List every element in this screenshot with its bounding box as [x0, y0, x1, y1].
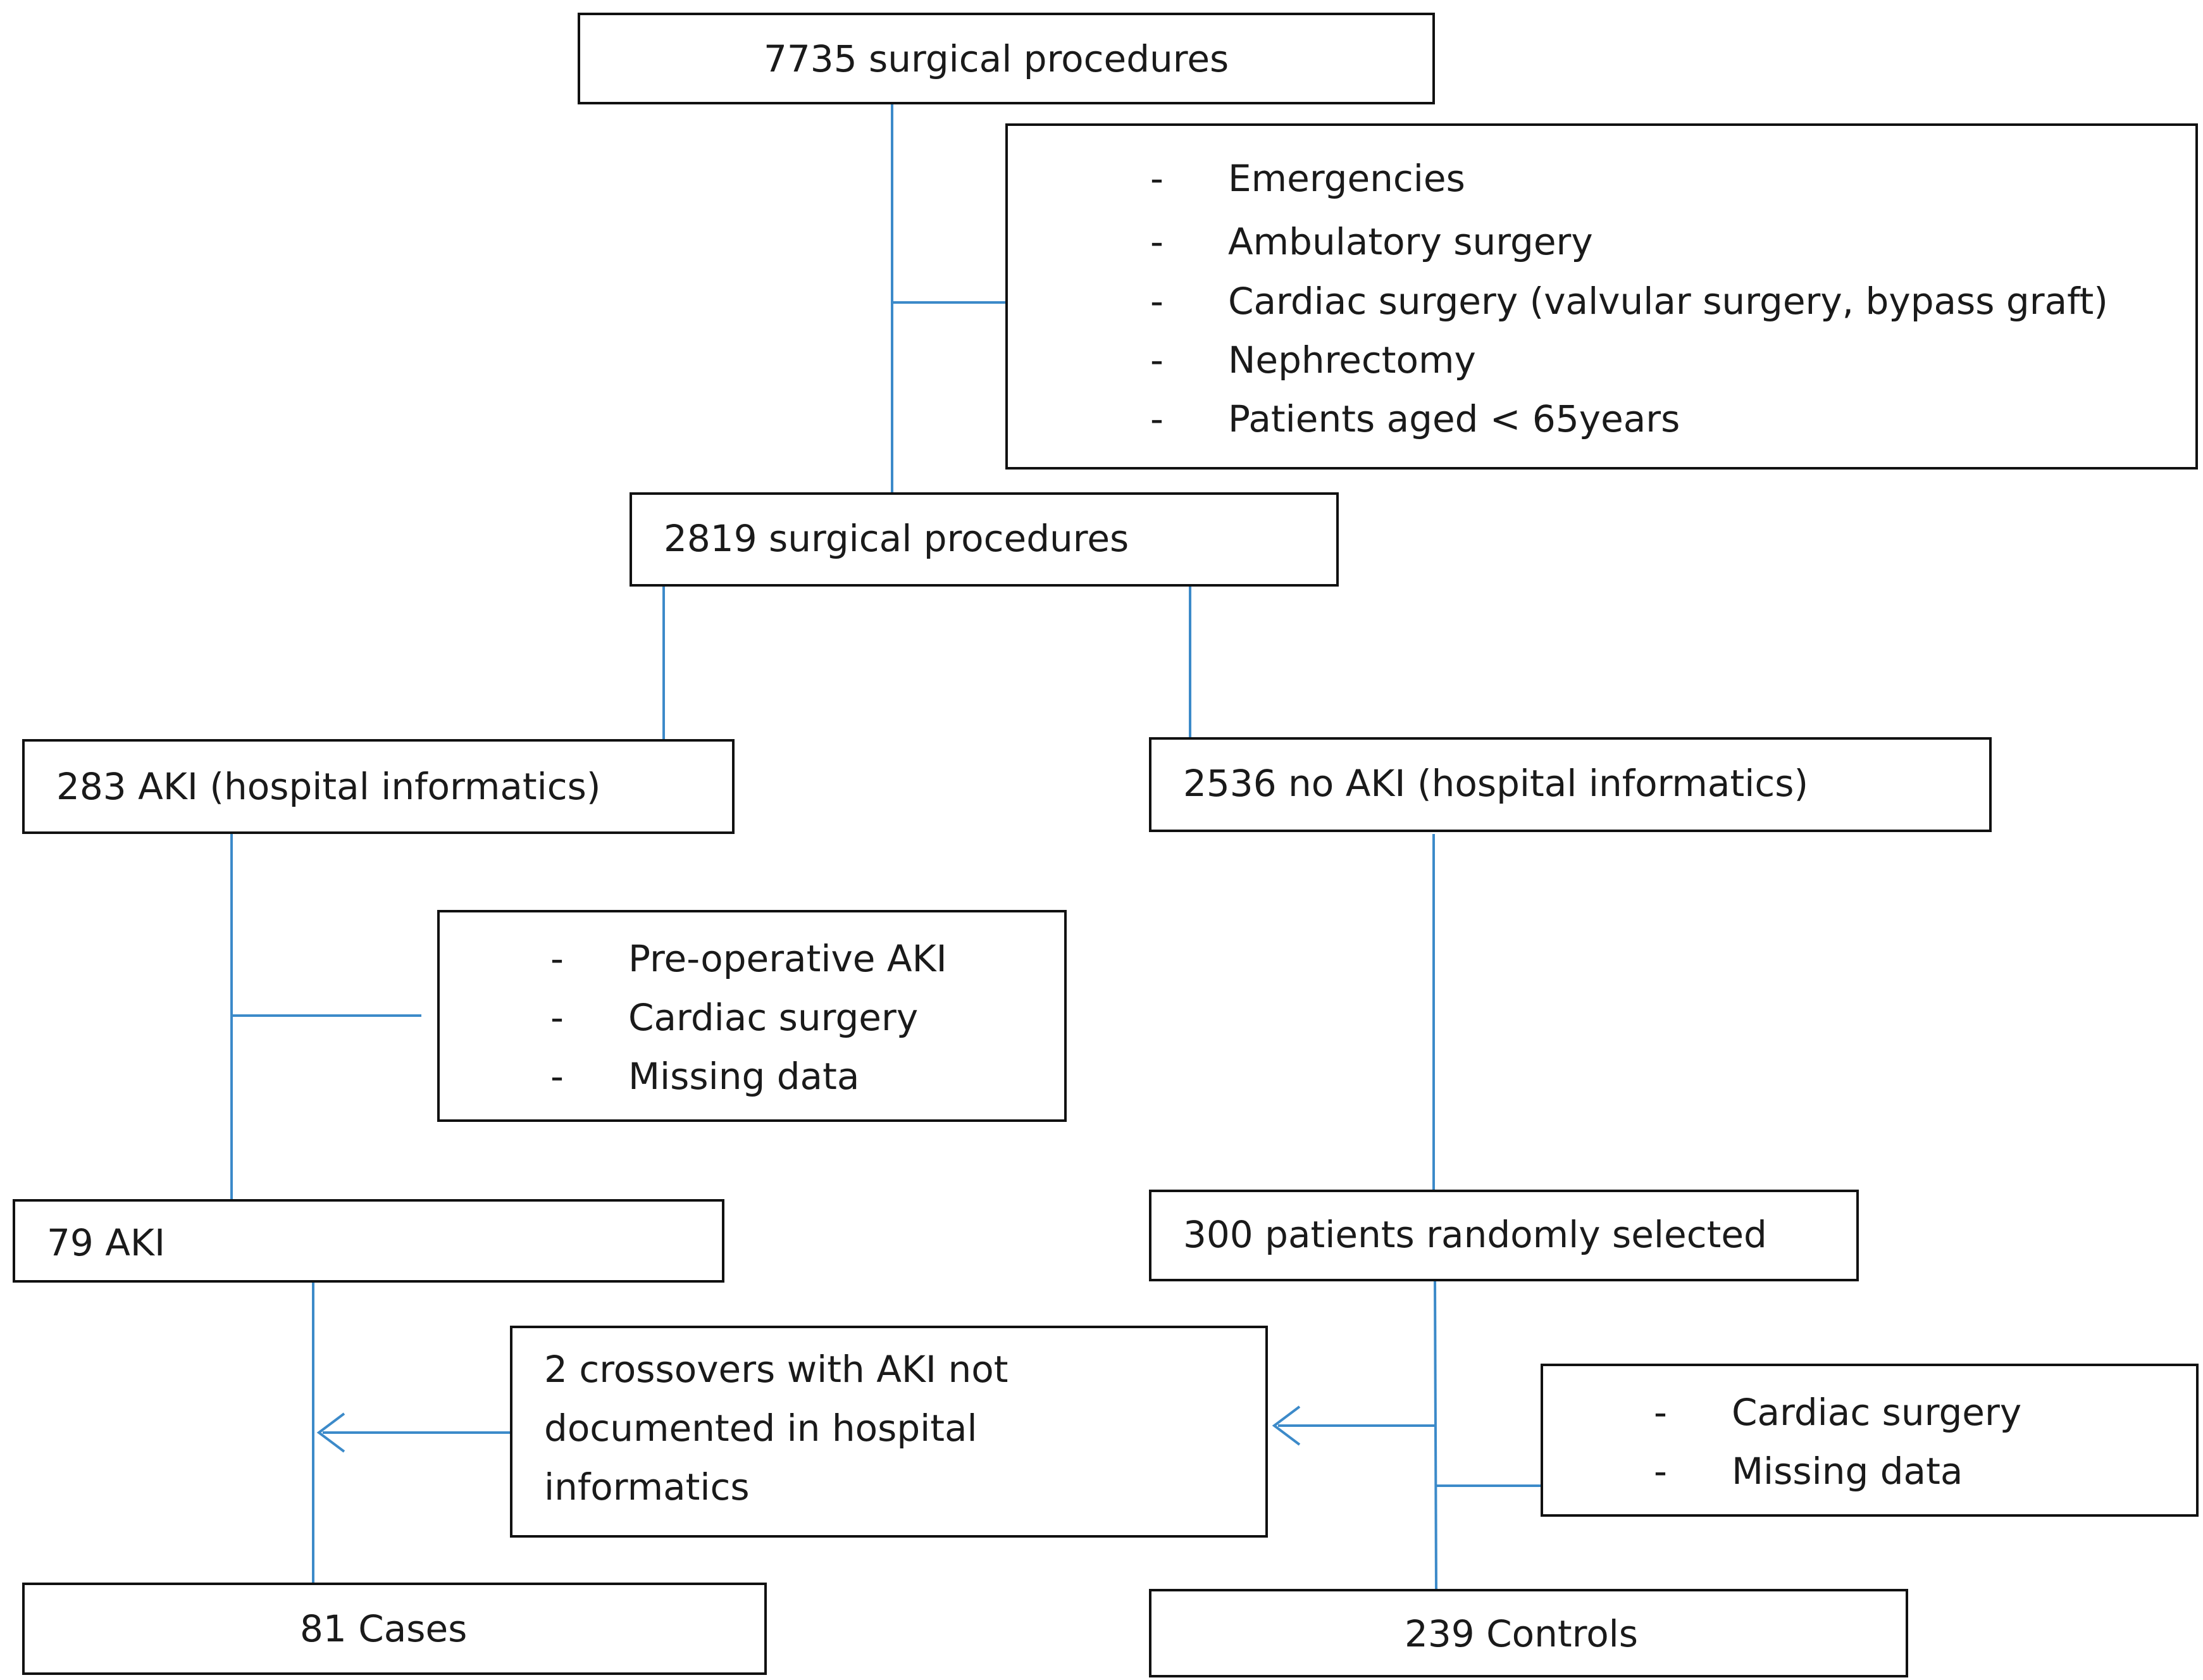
bullet-dash: -	[550, 937, 564, 980]
box-300-random: 300 patients randomly selected	[1149, 1190, 1859, 1281]
box-text: 7735 surgical procedures	[764, 37, 1229, 80]
exclusion-item: Missing data	[628, 1055, 860, 1098]
bullet-dash: -	[1654, 1391, 1667, 1434]
bullet-dash: -	[1150, 220, 1164, 263]
exclusion-item: Patients aged < 65years	[1228, 397, 1680, 440]
box-239-controls: 239 Controls	[1149, 1589, 1908, 1677]
box-283-aki: 283 AKI (hospital informatics)	[22, 739, 735, 834]
exclusion-box-1: - Emergencies - Ambulatory surgery - Car…	[1005, 123, 2198, 470]
box-7735-procedures: 7735 surgical procedures	[578, 13, 1435, 104]
exclusion-item: Cardiac surgery	[1732, 1391, 2022, 1434]
box-79-aki: 79 AKI	[13, 1199, 724, 1283]
bullet-dash: -	[1150, 157, 1164, 200]
exclusion-item: Cardiac surgery (valvular surgery, bypas…	[1228, 280, 2108, 323]
bullet-dash: -	[1150, 280, 1164, 323]
box-text: 81 Cases	[300, 1607, 468, 1650]
box-2536-no-aki: 2536 no AKI (hospital informatics)	[1149, 737, 1992, 832]
crossover-line: 2 crossovers with AKI not	[544, 1348, 1008, 1391]
crossover-line: informatics	[544, 1465, 750, 1509]
arrowhead-left	[316, 1412, 345, 1453]
exclusion-item: Pre-operative AKI	[628, 937, 947, 980]
box-text: 300 patients randomly selected	[1183, 1213, 1767, 1256]
exclusion-item: Nephrectomy	[1228, 339, 1476, 382]
bullet-dash: -	[550, 1055, 564, 1098]
bullet-dash: -	[1654, 1450, 1667, 1493]
box-81-cases: 81 Cases	[22, 1583, 767, 1675]
box-text: 2819 surgical procedures	[664, 517, 1129, 560]
box-text: 239 Controls	[1405, 1612, 1639, 1655]
box-text: 2536 no AKI (hospital informatics)	[1183, 762, 1809, 805]
box-text: 79 AKI	[47, 1221, 166, 1264]
box-text: 283 AKI (hospital informatics)	[56, 765, 601, 808]
arrowhead-left-2	[1272, 1405, 1301, 1446]
exclusion-item: Ambulatory surgery	[1228, 220, 1593, 263]
box-2819-procedures: 2819 surgical procedures	[630, 492, 1339, 587]
crossover-box: 2 crossovers with AKI not documented in …	[510, 1326, 1268, 1538]
exclusion-item: Emergencies	[1228, 157, 1465, 200]
bullet-dash: -	[1150, 397, 1164, 440]
connector-300-to-controls	[1434, 1279, 1437, 1590]
bullet-dash: -	[1150, 339, 1164, 382]
exclusion-item: Cardiac surgery	[628, 996, 919, 1039]
exclusion-box-3: - Cardiac surgery - Missing data	[1541, 1364, 2199, 1517]
exclusion-item: Missing data	[1732, 1450, 1963, 1493]
crossover-line: documented in hospital	[544, 1407, 977, 1450]
exclusion-box-2: - Pre-operative AKI - Cardiac surgery - …	[437, 910, 1067, 1122]
bullet-dash: -	[550, 996, 564, 1039]
